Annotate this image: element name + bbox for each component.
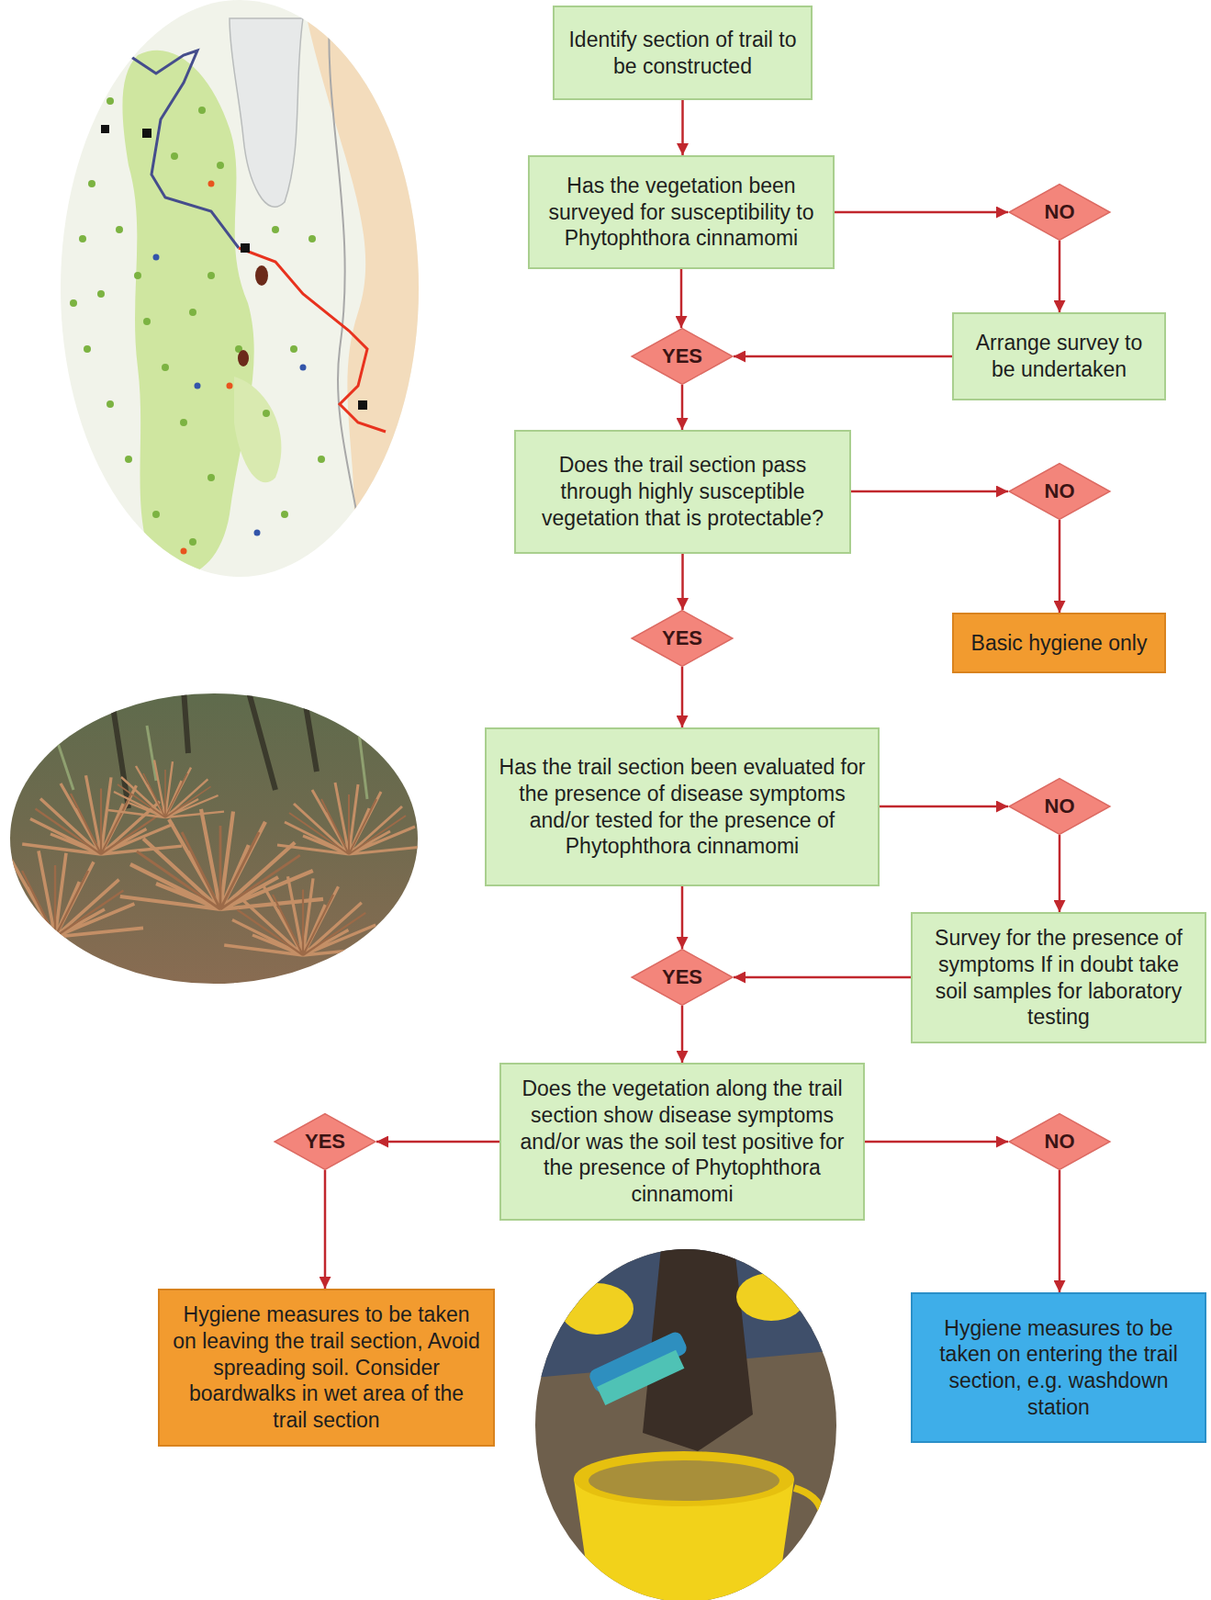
decision-label: NO (1044, 793, 1076, 819)
decision-diamond: NO (1008, 462, 1111, 520)
box-text: Identify section of trail to be construc… (565, 26, 800, 80)
decision-diamond: YES (630, 609, 734, 667)
flow-arrow (681, 666, 684, 728)
decision-diamond: NO (1008, 777, 1111, 835)
flow-arrow (681, 553, 684, 610)
decision-label: NO (1044, 199, 1076, 225)
flow-arrow (1058, 834, 1062, 912)
diamond-outline (274, 1113, 376, 1170)
decision-diamond: YES (630, 948, 734, 1006)
flow-arrow (733, 355, 953, 359)
flow-arrow (851, 490, 1009, 494)
process-box: Survey for the presence of symptoms If i… (910, 911, 1207, 1043)
diamond-outline (631, 949, 733, 1006)
flow-arrow (864, 1140, 1009, 1144)
flow-arrow (376, 1140, 500, 1144)
box-text: Hygiene measures to be taken on entering… (923, 1314, 1194, 1421)
diamond-outline (631, 610, 733, 667)
flow-arrow (681, 384, 684, 430)
decision-label: YES (661, 625, 703, 651)
outcome-box: Hygiene measures to be taken on entering… (910, 1291, 1207, 1443)
diamond-outline (1009, 463, 1111, 520)
flow-arrow (680, 269, 684, 328)
process-box: Arrange survey to be undertaken (952, 312, 1167, 401)
decision-label: YES (661, 964, 703, 990)
diamond-outline (1009, 1113, 1111, 1170)
process-box: Has the vegetation been surveyed for sus… (527, 155, 835, 270)
flow-arrow (324, 1169, 327, 1289)
decision-diamond: NO (1008, 1112, 1111, 1170)
box-text: Survey for the presence of symptoms If i… (923, 924, 1194, 1031)
flow-arrow (1058, 519, 1062, 613)
flow-arrow (1058, 240, 1062, 313)
box-text: Hygiene measures to be taken on leaving … (170, 1300, 483, 1434)
diamond-outline (631, 328, 733, 385)
decision-diamond: YES (630, 327, 734, 385)
flow-arrow (681, 1005, 684, 1063)
flow-arrow (834, 211, 1009, 214)
outcome-box: Basic hygiene only (952, 612, 1167, 673)
box-text: Does the trail section pass through high… (527, 451, 839, 531)
box-text: Has the vegetation been surveyed for sus… (540, 172, 822, 252)
flow-arrow (681, 100, 684, 156)
map-image (55, 0, 423, 579)
decision-label: YES (304, 1128, 346, 1155)
decision-label: NO (1044, 1128, 1076, 1155)
flow-arrow (879, 805, 1009, 808)
diamond-outline (1009, 184, 1111, 241)
outcome-box: Hygiene measures to be taken on leaving … (157, 1288, 495, 1447)
flow-arrow (733, 975, 911, 979)
flow-arrow (1058, 1169, 1062, 1292)
box-text: Has the trail section been evaluated for… (497, 753, 867, 860)
decision-label: NO (1044, 478, 1076, 505)
decision-diamond: NO (1008, 183, 1111, 241)
process-box: Does the trail section pass through high… (514, 429, 852, 554)
process-box: Identify section of trail to be construc… (552, 5, 813, 101)
decision-diamond: YES (273, 1112, 377, 1170)
flow-arrow (681, 885, 684, 949)
process-box: Does the vegetation along the trail sect… (499, 1062, 865, 1221)
box-text: Arrange survey to be undertaken (964, 329, 1154, 383)
grass-photo (0, 688, 423, 992)
diamond-outline (1009, 778, 1111, 835)
washdown-photo (532, 1246, 841, 1600)
box-text: Basic hygiene only (964, 629, 1154, 657)
box-text: Does the vegetation along the trail sect… (512, 1075, 853, 1208)
decision-label: YES (661, 343, 703, 370)
process-box: Has the trail section been evaluated for… (484, 727, 880, 886)
